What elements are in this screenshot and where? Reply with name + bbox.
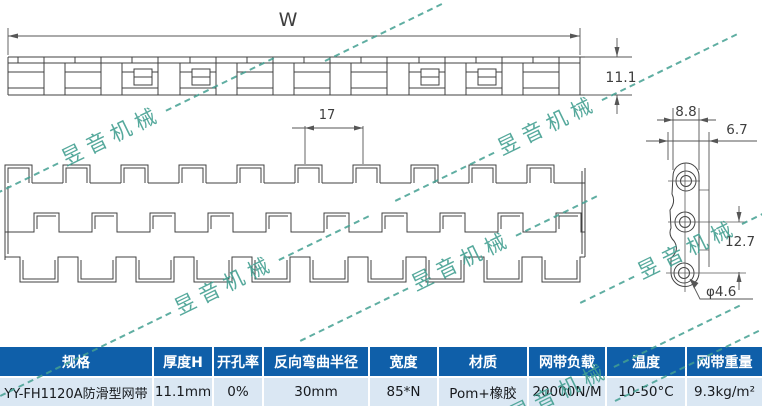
- spec-header-open-area: 开孔率: [214, 347, 262, 376]
- drawing-area: W 11.1 17 8.8 6.7 12.7 φ4.6: [4, 9, 758, 300]
- spec-value-width: 85*N: [370, 378, 437, 406]
- spec-header-temperature: 温度: [607, 347, 685, 376]
- dim-hinge-pitch-label: 12.7: [725, 234, 755, 250]
- profile-view-drawing: [666, 162, 746, 292]
- spec-header-spec: 规格: [0, 347, 152, 376]
- dimension-labels: W 11.1 17 8.8 6.7 12.7 φ4.6: [279, 9, 755, 300]
- spec-header-weight: 网带重量: [687, 347, 762, 376]
- spec-header-backflex-radius: 反向弯曲半径: [264, 347, 368, 376]
- spec-value-weight: 9.3kg/m²: [687, 378, 762, 406]
- spec-value-open-area: 0%: [214, 378, 262, 406]
- spec-value-thickness: 11.1mm: [154, 378, 212, 406]
- dim-hole-diameter-label: φ4.6: [706, 284, 736, 300]
- spec-value-backflex-radius: 30mm: [264, 378, 368, 406]
- spec-value-spec: YY-FH1120A防滑型网带: [0, 378, 152, 406]
- top-view-drawing: [4, 164, 586, 283]
- spec-header-thickness: 厚度H: [154, 347, 212, 376]
- dim-pitch-label: 17: [319, 108, 336, 123]
- dimension-arrows: [8, 33, 742, 289]
- spec-header-width: 宽度: [370, 347, 437, 376]
- spec-header-load: 网带负载: [529, 347, 605, 376]
- dim-thickness-label: 11.1: [605, 70, 636, 86]
- dim-edge-offset-label: 6.7: [726, 122, 747, 138]
- spec-header-material: 材质: [439, 347, 527, 376]
- spec-value-material: Pom+橡胶: [439, 378, 527, 406]
- spec-value-load: 20000N/M: [529, 378, 605, 406]
- dim-top-width-label: 8.8: [675, 104, 696, 120]
- dimension-lines: [7, 28, 757, 300]
- side-view-drawing: [7, 56, 632, 96]
- dim-w-label: W: [279, 9, 298, 31]
- spec-value-temperature: 10-50°C: [607, 378, 685, 406]
- spec-table: 规格 厚度H 开孔率 反向弯曲半径 宽度 材质 网带负载 温度 网带重量 YY-…: [0, 347, 762, 406]
